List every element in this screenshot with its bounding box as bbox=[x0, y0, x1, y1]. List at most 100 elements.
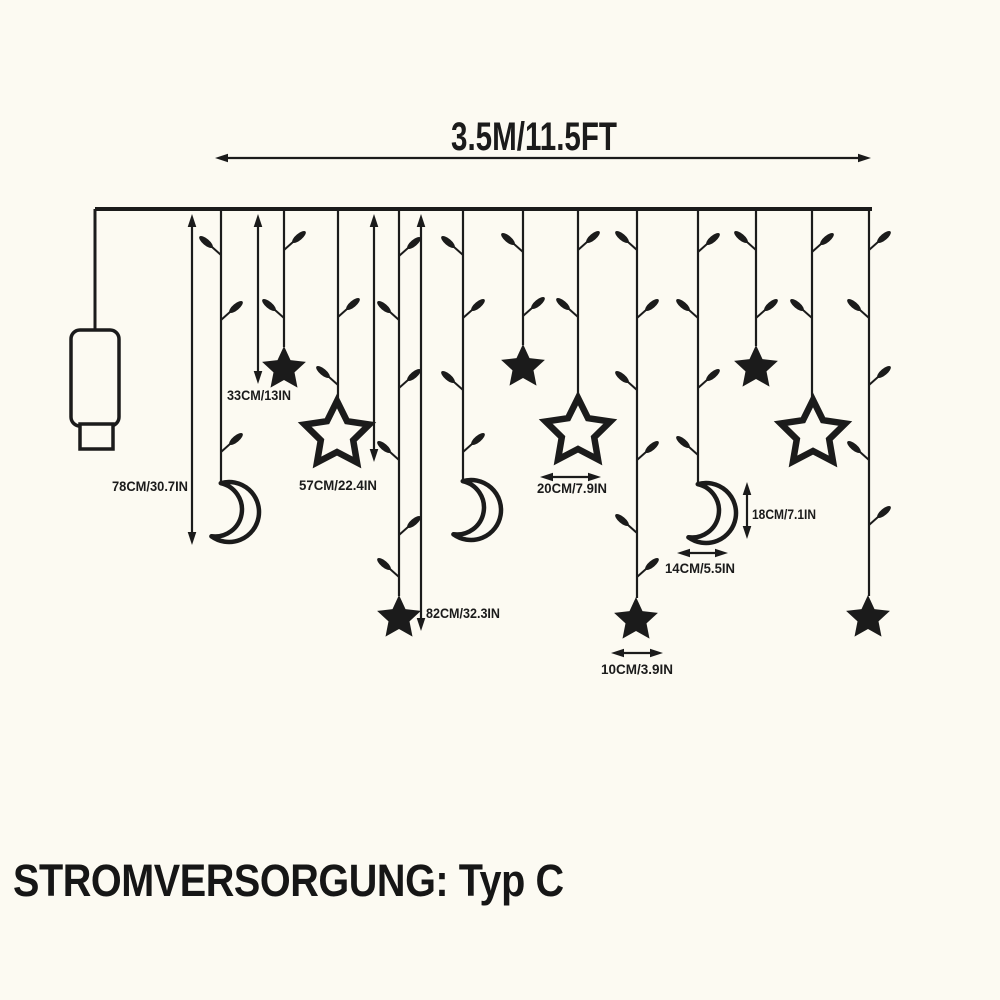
bulb-icon bbox=[377, 440, 391, 454]
bulb-stem bbox=[868, 241, 879, 251]
bulb-stem bbox=[453, 381, 464, 391]
bulb-icon bbox=[645, 440, 659, 454]
bulb-icon bbox=[645, 557, 659, 571]
bulb-icon bbox=[377, 557, 391, 571]
bulb-icon bbox=[615, 370, 629, 384]
bulb-stem bbox=[220, 311, 231, 321]
bulb-icon bbox=[346, 297, 360, 311]
bulb-icon bbox=[229, 300, 243, 314]
bulb-stem bbox=[462, 443, 473, 453]
arrow-down-icon bbox=[369, 449, 379, 462]
bulb-stem bbox=[398, 247, 409, 257]
bulb-icon bbox=[441, 235, 455, 249]
bulb-icon bbox=[706, 368, 720, 382]
bulb-icon bbox=[615, 230, 629, 244]
arrow-left-icon bbox=[540, 472, 553, 482]
power-supply-title: STROMVERSORGUNG: Typ C bbox=[13, 855, 564, 906]
power-adapter-body bbox=[69, 328, 121, 428]
measurement-label: 18CM/7.1IN bbox=[752, 507, 816, 522]
measurement-label: 82CM/32.3IN bbox=[426, 606, 500, 621]
bulb-icon bbox=[407, 515, 421, 529]
star-outline-icon bbox=[773, 392, 853, 468]
bulb-icon bbox=[441, 370, 455, 384]
bulb-icon bbox=[790, 298, 804, 312]
bulb-stem bbox=[328, 376, 339, 386]
arrow-right-icon bbox=[588, 472, 601, 482]
bulb-icon bbox=[262, 298, 276, 312]
measurement-label: 57CM/22.4IN bbox=[299, 478, 377, 493]
arrow-left-icon bbox=[677, 548, 690, 558]
star-icon bbox=[377, 595, 421, 637]
bulb-icon bbox=[764, 298, 778, 312]
bulb-stem bbox=[389, 311, 400, 321]
bulb-stem bbox=[811, 243, 822, 253]
bulb-icon bbox=[471, 432, 485, 446]
arrow-down-icon bbox=[253, 371, 263, 384]
arrow-left-icon bbox=[611, 648, 624, 658]
bulb-stem bbox=[636, 568, 647, 578]
arrow-right-icon bbox=[715, 548, 728, 558]
bulb-icon bbox=[645, 298, 659, 312]
moon-icon bbox=[209, 479, 262, 545]
bulb-stem bbox=[522, 307, 533, 317]
bulb-icon bbox=[676, 435, 690, 449]
star-icon bbox=[734, 345, 778, 387]
bulb-icon bbox=[377, 300, 391, 314]
bulb-stem bbox=[697, 379, 708, 389]
bulb-stem bbox=[337, 308, 348, 318]
bulb-icon bbox=[199, 235, 213, 249]
bulb-stem bbox=[462, 309, 473, 319]
bulb-stem bbox=[746, 241, 757, 251]
arrow-up-icon bbox=[187, 214, 197, 227]
arrow-down-icon bbox=[416, 618, 426, 631]
bulb-icon bbox=[292, 230, 306, 244]
measurement-label: 14CM/5.5IN bbox=[665, 561, 735, 576]
bulb-icon bbox=[734, 230, 748, 244]
star-icon bbox=[846, 595, 890, 637]
bulb-icon bbox=[706, 232, 720, 246]
bulb-stem bbox=[398, 379, 409, 389]
bulb-stem bbox=[389, 568, 400, 578]
arrow-up-icon bbox=[416, 214, 426, 227]
measurement-label: 20CM/7.9IN bbox=[537, 481, 607, 496]
arrow-down-icon bbox=[742, 526, 752, 539]
bulb-stem bbox=[627, 241, 638, 251]
bulb-stem bbox=[688, 446, 699, 456]
bulb-stem bbox=[859, 309, 870, 319]
bulb-icon bbox=[877, 230, 891, 244]
bulb-icon bbox=[501, 232, 515, 246]
bulb-stem bbox=[577, 241, 588, 251]
bulb-stem bbox=[688, 309, 699, 319]
star-icon bbox=[614, 597, 658, 639]
bulb-stem bbox=[868, 516, 879, 526]
bulb-stem bbox=[398, 526, 409, 536]
bulb-icon bbox=[556, 297, 570, 311]
bulb-stem bbox=[627, 524, 638, 534]
star-outline-icon bbox=[538, 390, 618, 466]
bulb-icon bbox=[586, 230, 600, 244]
bulb-stem bbox=[389, 451, 400, 461]
bulb-stem bbox=[755, 309, 766, 319]
arrow-left-icon bbox=[215, 153, 228, 163]
bulb-icon bbox=[407, 236, 421, 250]
arrow-right-icon bbox=[858, 153, 871, 163]
bulb-stem bbox=[802, 309, 813, 319]
power-adapter-plug bbox=[78, 422, 115, 451]
bulb-stem bbox=[211, 246, 222, 256]
bulb-icon bbox=[531, 296, 545, 310]
bulb-icon bbox=[847, 298, 861, 312]
bulb-stem bbox=[513, 243, 524, 253]
arrow-down-icon bbox=[187, 532, 197, 545]
bulb-stem bbox=[220, 443, 231, 453]
star-icon bbox=[262, 346, 306, 388]
bulb-icon bbox=[877, 505, 891, 519]
moon-icon bbox=[686, 480, 739, 546]
bulb-icon bbox=[471, 298, 485, 312]
moon-icon bbox=[451, 477, 504, 543]
bulb-icon bbox=[229, 432, 243, 446]
measurement-label: 10CM/3.9IN bbox=[601, 662, 673, 677]
bulb-stem bbox=[274, 309, 285, 319]
bulb-stem bbox=[283, 241, 294, 251]
